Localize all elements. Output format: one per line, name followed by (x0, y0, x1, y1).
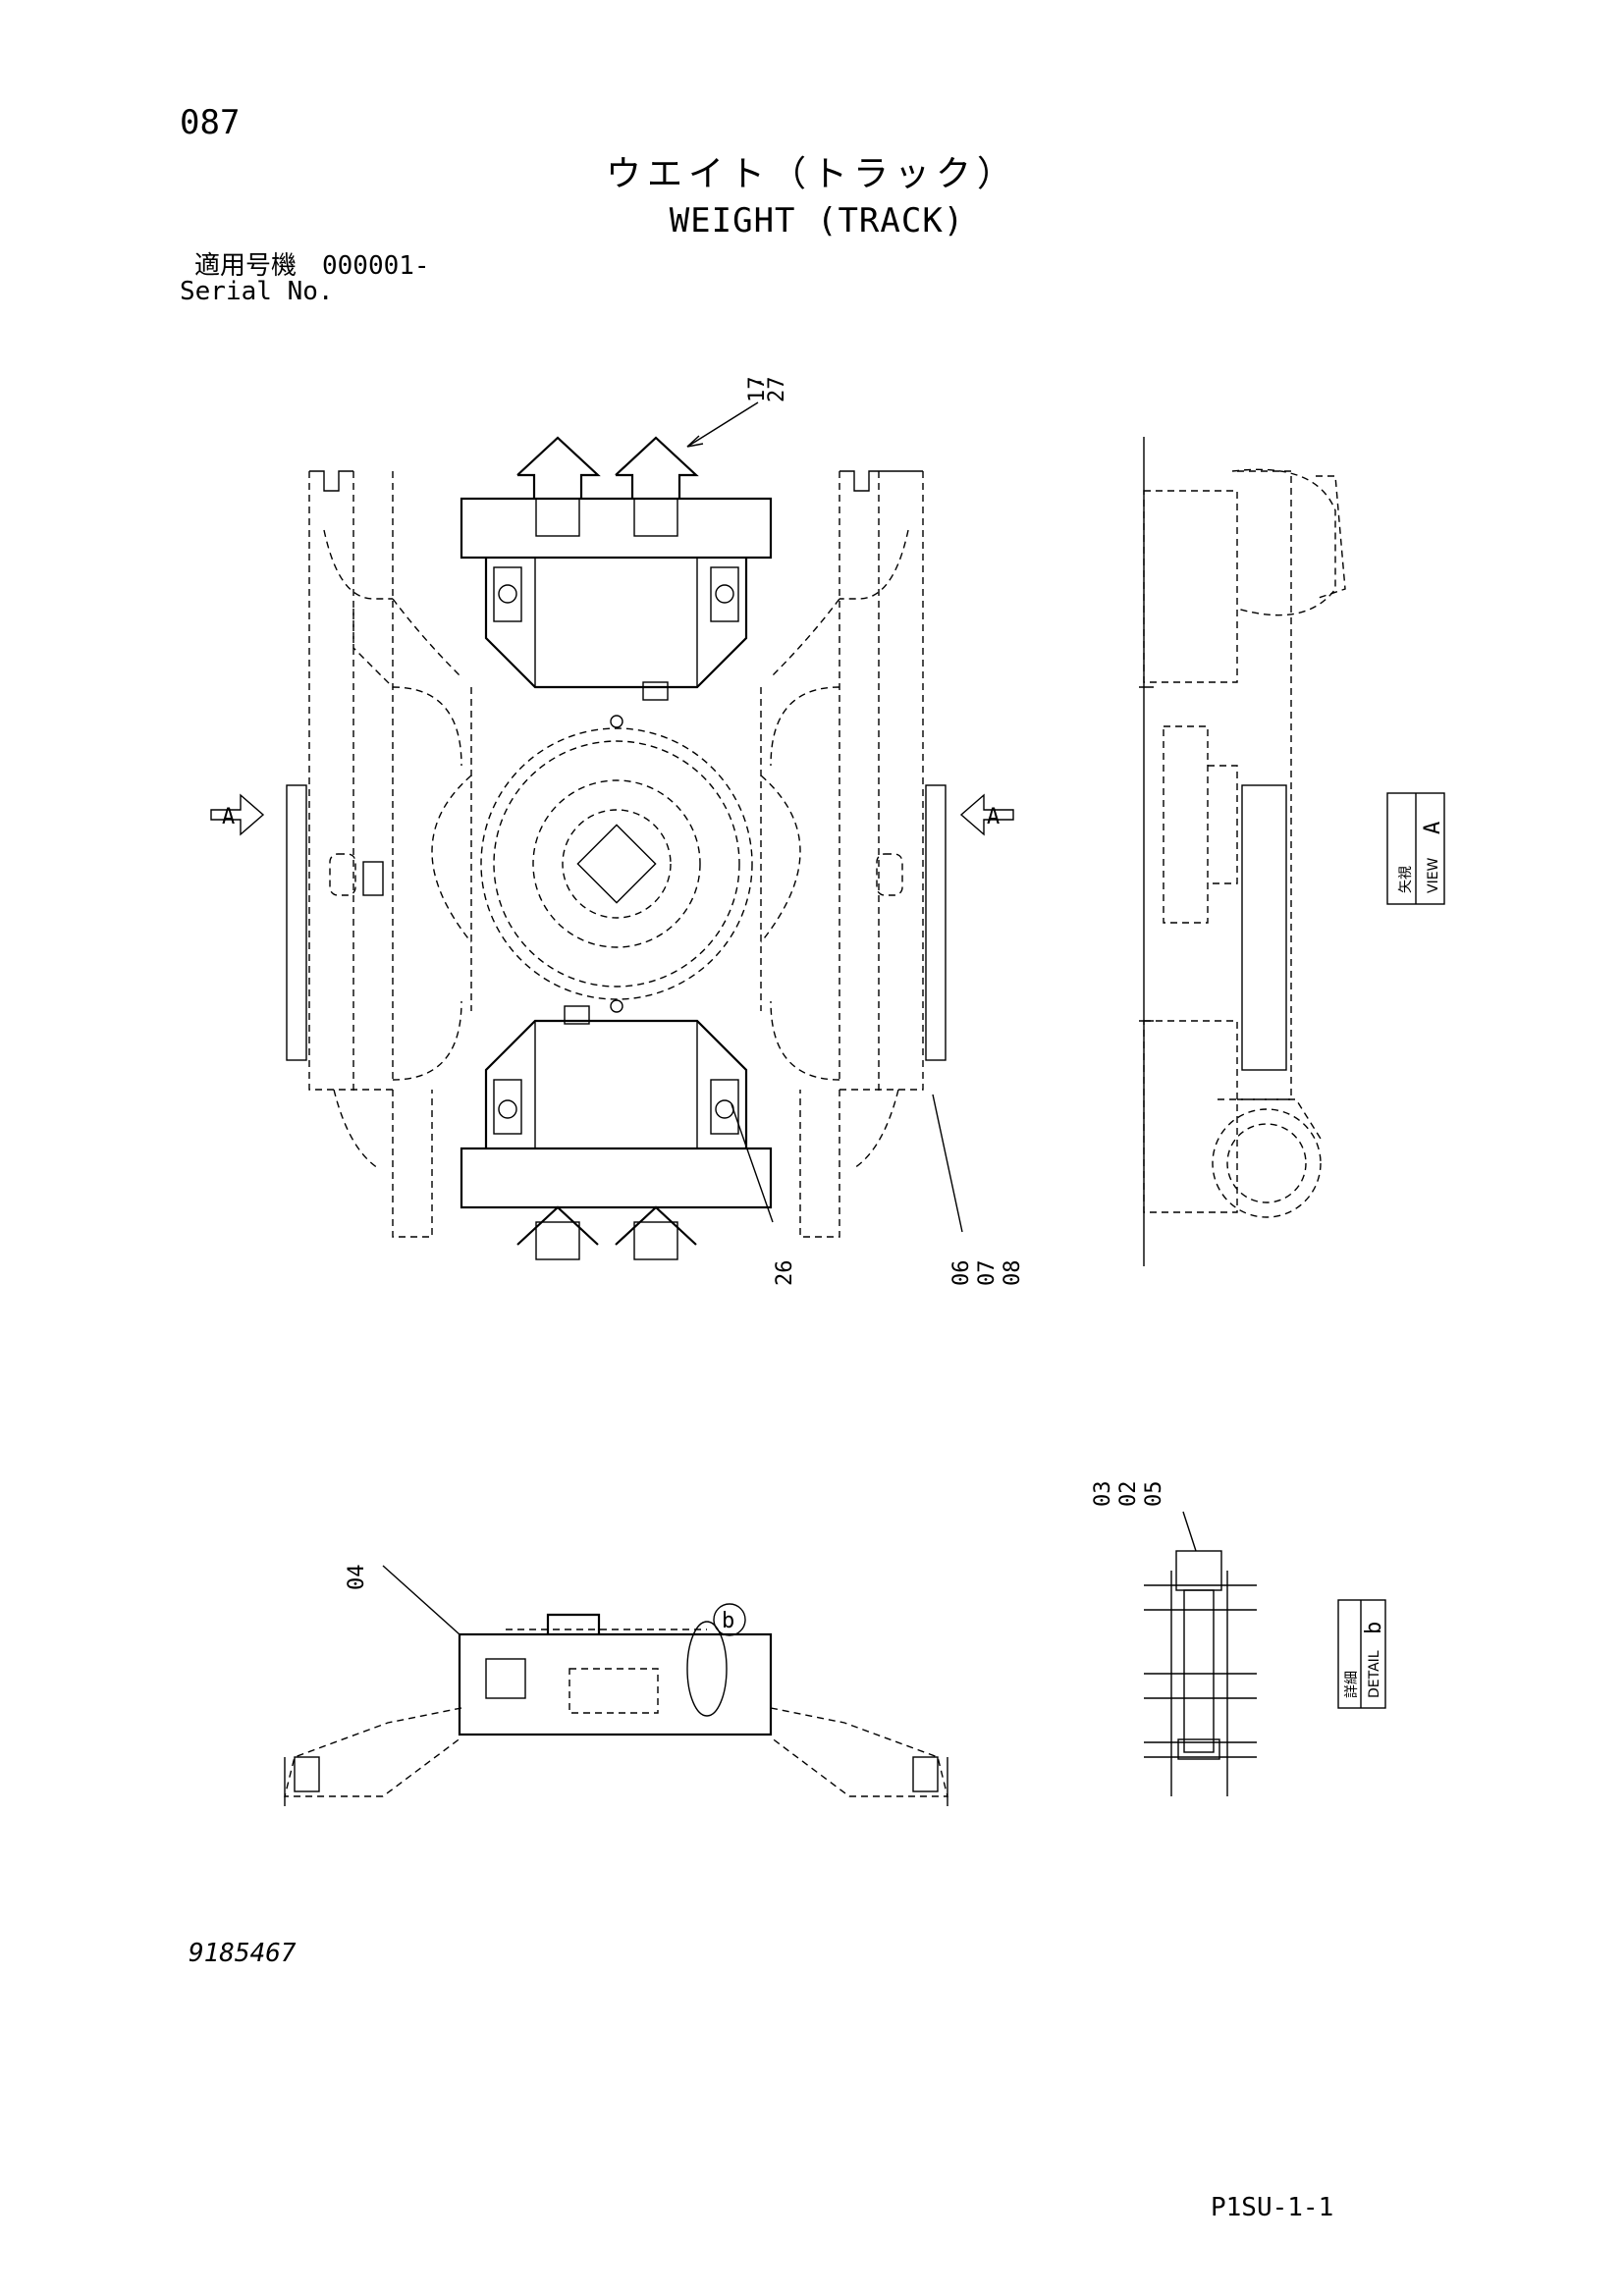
svg-text:04: 04 (345, 1565, 369, 1591)
svg-text:VIEW: VIEW (1426, 857, 1441, 893)
svg-text:A: A (1421, 822, 1445, 834)
svg-text:02: 02 (1116, 1481, 1141, 1508)
section-arrow-left: A (210, 793, 265, 836)
svg-text:03: 03 (1091, 1481, 1115, 1508)
svg-text:08: 08 (1001, 1260, 1025, 1287)
svg-text:矢視: 矢視 (1398, 866, 1414, 893)
svg-text:07: 07 (975, 1260, 1000, 1287)
page-title: WEIGHT (TRACK) (669, 201, 965, 240)
svg-text:b: b (1362, 1622, 1386, 1634)
page-number: 087 (180, 103, 241, 142)
svg-text:27: 27 (765, 377, 789, 403)
detail-b-circle: b (713, 1603, 746, 1636)
callout-06-07-08: 06 07 08 (932, 1094, 1025, 1287)
svg-text:26: 26 (773, 1260, 797, 1287)
callout-26: 26 (731, 1103, 797, 1287)
detail-b-label-box: 詳細 DETAIL b (1337, 1599, 1386, 1709)
serial-number-value: 000001- (322, 251, 430, 281)
callout-04: 04 (345, 1565, 460, 1635)
serial-label: Serial No. (180, 277, 334, 306)
svg-text:05: 05 (1142, 1481, 1166, 1508)
svg-text:17: 17 (745, 377, 770, 403)
detail-b-view (1144, 1550, 1257, 1796)
page-code: P1SU-1-1 (1211, 2193, 1334, 2222)
front-view (284, 1613, 948, 1806)
view-a-label-box: 矢視 VIEW A (1386, 792, 1445, 905)
top-view-frame (286, 436, 947, 1260)
svg-text:A: A (222, 805, 235, 829)
svg-text:-: - (752, 369, 765, 394)
drawing-number: 9185467 (189, 1939, 297, 1968)
side-view (1139, 437, 1346, 1266)
svg-text:A: A (987, 805, 1000, 829)
callout-03-02-05: 03 02 05 (1091, 1481, 1197, 1552)
section-arrow-right: A (959, 793, 1014, 836)
page-title-japanese: ウエイト（トラック） (605, 154, 1018, 194)
callout-17-27: 17 27 - (686, 369, 789, 448)
svg-text:06: 06 (949, 1260, 974, 1287)
svg-text:詳細: 詳細 (1344, 1671, 1360, 1698)
svg-text:DETAIL: DETAIL (1367, 1650, 1382, 1698)
serial-label-japanese: 適用号機 (194, 251, 298, 281)
svg-text:b: b (722, 1609, 734, 1633)
